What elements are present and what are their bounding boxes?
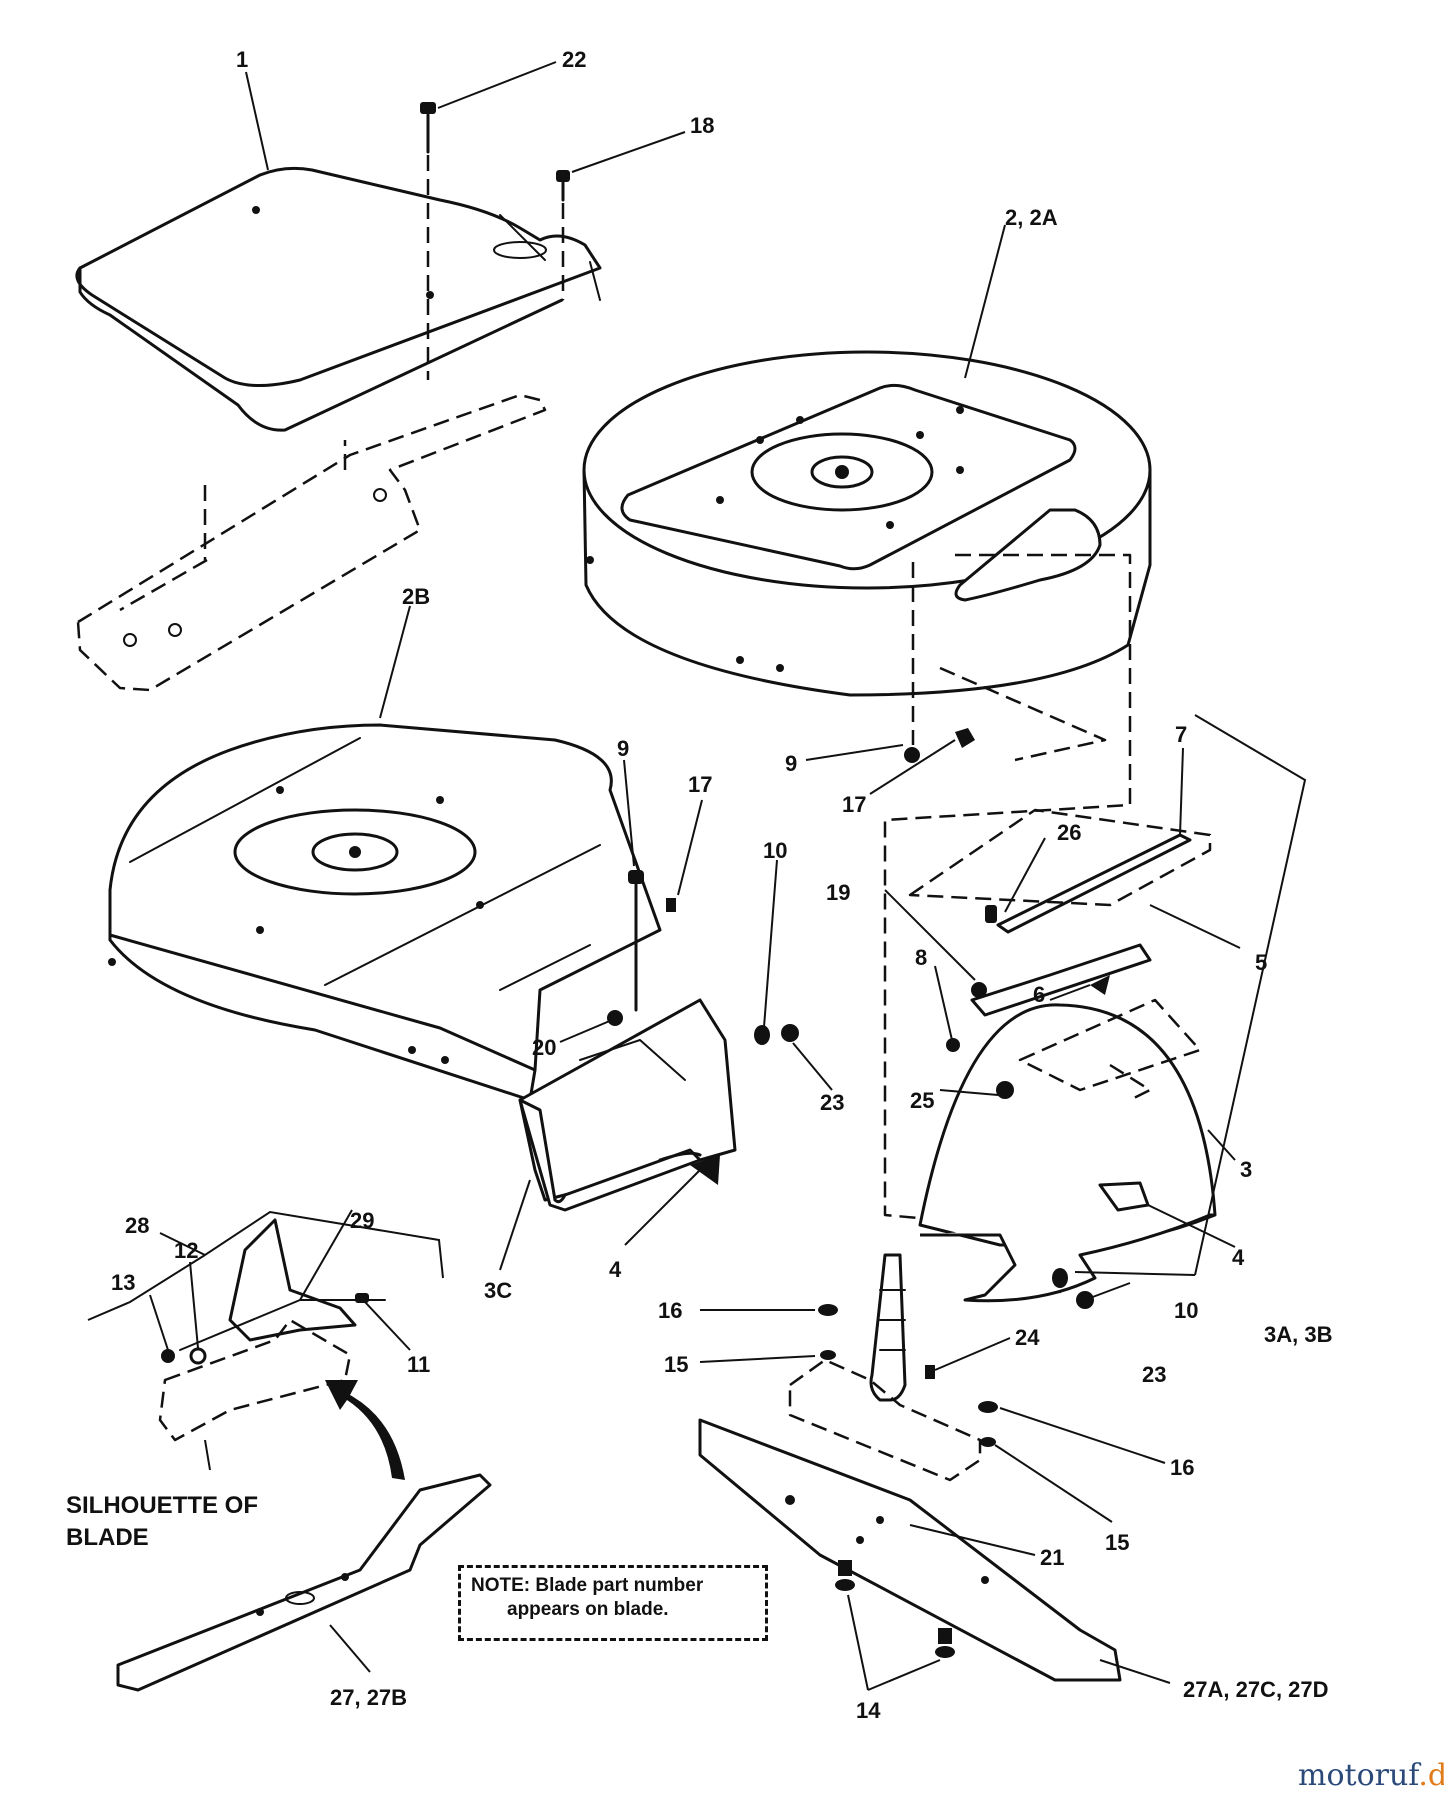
silhouette-label: SILHOUETTE OF BLADE: [66, 1490, 258, 1554]
callout-11: 11: [407, 1352, 430, 1377]
callout-22: 22: [562, 47, 586, 72]
callout-23a: 23: [820, 1090, 844, 1115]
callout-15b: 15: [1105, 1530, 1129, 1555]
callout-28: 28: [125, 1213, 149, 1238]
flat-mower-deck: [108, 723, 662, 1102]
bolt-17-icon: [666, 898, 676, 912]
callout-23b: 23: [1142, 1362, 1166, 1387]
callout-3c: 3C: [484, 1278, 512, 1303]
curved-arrow-icon: [325, 1380, 405, 1480]
bolt-26-icon: [985, 905, 997, 923]
screw-17-icon: [955, 728, 975, 748]
callout-10b: 10: [1174, 1298, 1198, 1323]
callout-1: 1: [236, 47, 248, 72]
washer-15b-icon: [980, 1437, 996, 1447]
mower-blade-27: [116, 1473, 492, 1692]
hardware-fasteners: [161, 728, 1110, 1658]
callout-9b: 9: [785, 751, 797, 776]
washer-12-icon: [189, 1347, 207, 1365]
callout-19: 19: [826, 880, 850, 905]
watermark-main: motoruf: [1298, 1758, 1419, 1793]
callout-17a: 17: [688, 772, 712, 797]
callout-4a: 4: [609, 1257, 622, 1282]
callout-leaders: [87, 61, 1307, 1691]
callout-20: 20: [532, 1035, 556, 1060]
callout-24: 24: [1015, 1325, 1040, 1350]
callout-8: 8: [915, 945, 927, 970]
callout-27-27b: 27, 27B: [330, 1685, 407, 1710]
silhouette-line-1: SILHOUETTE OF: [66, 1492, 258, 1519]
dashed-rail-bracket: [76, 393, 547, 692]
washer-16b-icon: [978, 1401, 998, 1413]
bolt-14b-icon: [938, 1628, 952, 1644]
callout-10a: 10: [763, 838, 787, 863]
washer-9-icon: [904, 747, 920, 763]
callout-17b: 17: [842, 792, 866, 817]
callout-3a-3b: 3A, 3B: [1264, 1322, 1332, 1347]
discharge-chute-3c: [518, 998, 737, 1212]
callout-2b: 2B: [402, 584, 430, 609]
watermark-logo: motoruf.de: [1298, 1758, 1444, 1793]
callout-13: 13: [111, 1270, 135, 1295]
callout-12: 12: [174, 1238, 198, 1263]
nut-8-icon: [946, 1038, 960, 1052]
callout-29: 29: [350, 1208, 374, 1233]
wingnut-23b-icon: [1076, 1291, 1094, 1309]
callout-5: 5: [1255, 950, 1267, 975]
bolt-22-icon: [420, 102, 436, 380]
washer-10b-icon: [1052, 1268, 1068, 1288]
callout-2-2a: 2, 2A: [1005, 205, 1058, 230]
callout-27a-27c-27d: 27A, 27C, 27D: [1183, 1677, 1329, 1702]
note-line-2: appears on blade.: [507, 1599, 669, 1620]
callout-18: 18: [690, 113, 714, 138]
callout-14: 14: [856, 1698, 881, 1723]
callout-26: 26: [1057, 820, 1081, 845]
deck-cover-plate: [75, 166, 602, 432]
baffle-bracket-5: [908, 808, 1212, 1092]
bolt-11-icon: [355, 1293, 369, 1303]
note-line-1: NOTE: Blade part number: [471, 1575, 704, 1596]
callout-25: 25: [910, 1088, 934, 1113]
round-mower-deck: [582, 350, 1152, 697]
washer-10-icon: [754, 1025, 770, 1045]
screw-19-icon: [971, 982, 987, 998]
rear-discharge-chute: [918, 1003, 1217, 1303]
callout-16a: 16: [658, 1298, 682, 1323]
spindle-assembly: [698, 1253, 1122, 1682]
spring-6-icon: [1090, 975, 1110, 995]
nut-25-icon: [996, 1081, 1014, 1099]
blade-note-box: NOTE: Blade part number appears on blade…: [458, 1565, 768, 1641]
callout-labels: 1 22 18 2, 2A 2B 9 17 9 17 7 26 19 8 6 5…: [111, 47, 1332, 1723]
callout-3: 3: [1240, 1157, 1252, 1182]
callout-4b: 4: [1232, 1245, 1245, 1270]
nut-9-icon: [628, 870, 644, 884]
callout-16b: 16: [1170, 1455, 1194, 1480]
wingnut-23-icon: [781, 1024, 799, 1042]
washer-16-icon: [818, 1304, 838, 1316]
washer-15-icon: [820, 1350, 836, 1360]
bolt-20-icon: [607, 1010, 623, 1026]
callout-6: 6: [1033, 982, 1045, 1007]
callout-15a: 15: [664, 1352, 688, 1377]
nut-13-icon: [161, 1349, 175, 1363]
callout-21: 21: [1040, 1545, 1064, 1570]
silhouette-line-2: BLADE: [66, 1524, 149, 1551]
bolt-24-icon: [925, 1365, 935, 1379]
bolt-18-icon: [556, 170, 570, 300]
callout-7: 7: [1175, 722, 1187, 747]
watermark-suffix: .de: [1418, 1758, 1444, 1793]
callout-9a: 9: [617, 736, 629, 761]
bolt-14a-icon: [838, 1560, 852, 1576]
